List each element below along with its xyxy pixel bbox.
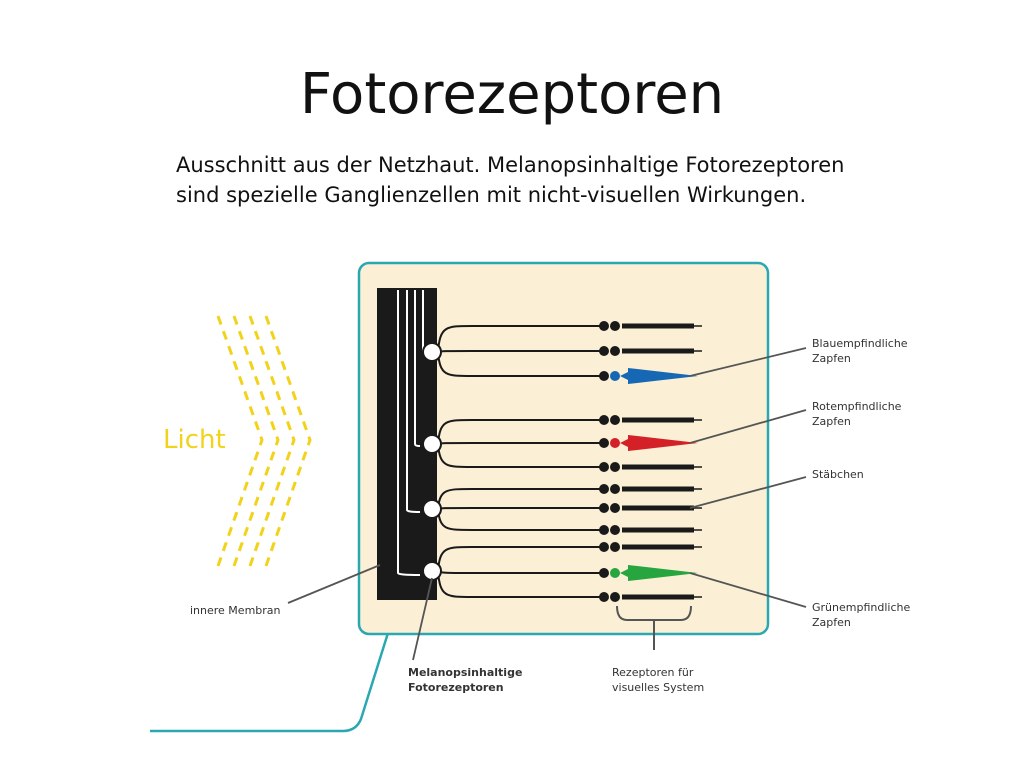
rod-nucleus-dot (599, 346, 609, 356)
rod-nucleus-dot (610, 503, 620, 513)
cone-nucleus-dot (599, 568, 609, 578)
label-visual-receptors: Rezeptoren für visuelles System (612, 666, 704, 694)
rod-nucleus-dot (610, 321, 620, 331)
rod-nucleus-dot (610, 462, 620, 472)
rod-nucleus-dot (599, 484, 609, 494)
rod-nucleus-dot (610, 542, 620, 552)
slide-title: Fotorezeptoren (299, 62, 725, 127)
rod-cell (622, 323, 694, 329)
rod-cell (622, 505, 694, 511)
rod-nucleus-dot (610, 415, 620, 425)
rod-cell (622, 527, 694, 533)
rod-nucleus-dot (599, 592, 609, 602)
rod-nucleus-dot (599, 415, 609, 425)
rod-nucleus-dot (599, 321, 609, 331)
axon-fibers (397, 290, 424, 576)
leader-lines (287, 347, 807, 661)
melanopsin-ganglion-cells (422, 342, 442, 581)
dendrite-line (437, 350, 602, 353)
rod-cell (622, 544, 694, 550)
receptor-bracket (616, 605, 692, 650)
light-chevron (264, 315, 312, 567)
rod-cell (622, 594, 694, 600)
label-melanopsin-receptors: Melanopsinhaltige Fotorezeptoren (408, 666, 526, 694)
green-cone-dot (610, 568, 620, 578)
rod-nucleus-dot (599, 542, 609, 552)
light-rays (216, 315, 312, 567)
red-cone-cell (620, 435, 698, 451)
ganglion-cell-circle (422, 434, 442, 454)
light-label: Licht (163, 425, 226, 455)
light-chevron (216, 315, 264, 567)
cone-nucleus-dot (599, 438, 609, 448)
cone-nucleus-dot (599, 371, 609, 381)
ganglion-cell-circle (422, 499, 442, 519)
rod-nucleus-dot (610, 592, 620, 602)
rod-nucleus-dot (610, 346, 620, 356)
dendrite-line (437, 442, 602, 445)
rod-nucleus-dot (599, 462, 609, 472)
rod-nucleus-dot (599, 503, 609, 513)
retina-panel (357, 261, 770, 636)
ganglion-cell-circle (422, 561, 442, 581)
light-chevron (232, 315, 280, 567)
label-blue-cones: Blauempfindliche Zapfen (812, 337, 911, 365)
label-red-cones: Rotempfindliche Zapfen (812, 400, 905, 428)
ganglion-cell-circle (422, 342, 442, 362)
rod-cell (622, 486, 694, 492)
light-chevron (248, 315, 296, 567)
rod-cell (622, 417, 694, 423)
label-rods: Stäbchen (812, 468, 864, 481)
label-green-cones: Grünempfindliche Zapfen (812, 601, 914, 629)
blue-cone-dot (610, 371, 620, 381)
teal-connector-line (150, 616, 395, 733)
rod-nucleus-dot (610, 484, 620, 494)
red-cone-dot (610, 438, 620, 448)
photoreceptor-cells (599, 321, 702, 602)
rod-cell (622, 464, 694, 470)
rod-nucleus-dot (599, 525, 609, 535)
rod-nucleus-dot (610, 525, 620, 535)
rod-cell (622, 348, 694, 354)
green-cone-cell (620, 565, 698, 581)
blue-cone-cell (620, 368, 698, 384)
slide-subtitle: Ausschnitt aus der Netzhaut. Melanopsinh… (176, 150, 876, 210)
label-inner-membrane: innere Membran (190, 604, 281, 617)
subtitle-line-1: Ausschnitt aus der Netzhaut. Melanopsinh… (176, 153, 845, 177)
dendrite-line (437, 507, 602, 510)
subtitle-line-2: sind spezielle Ganglienzellen mit nicht-… (176, 183, 807, 207)
